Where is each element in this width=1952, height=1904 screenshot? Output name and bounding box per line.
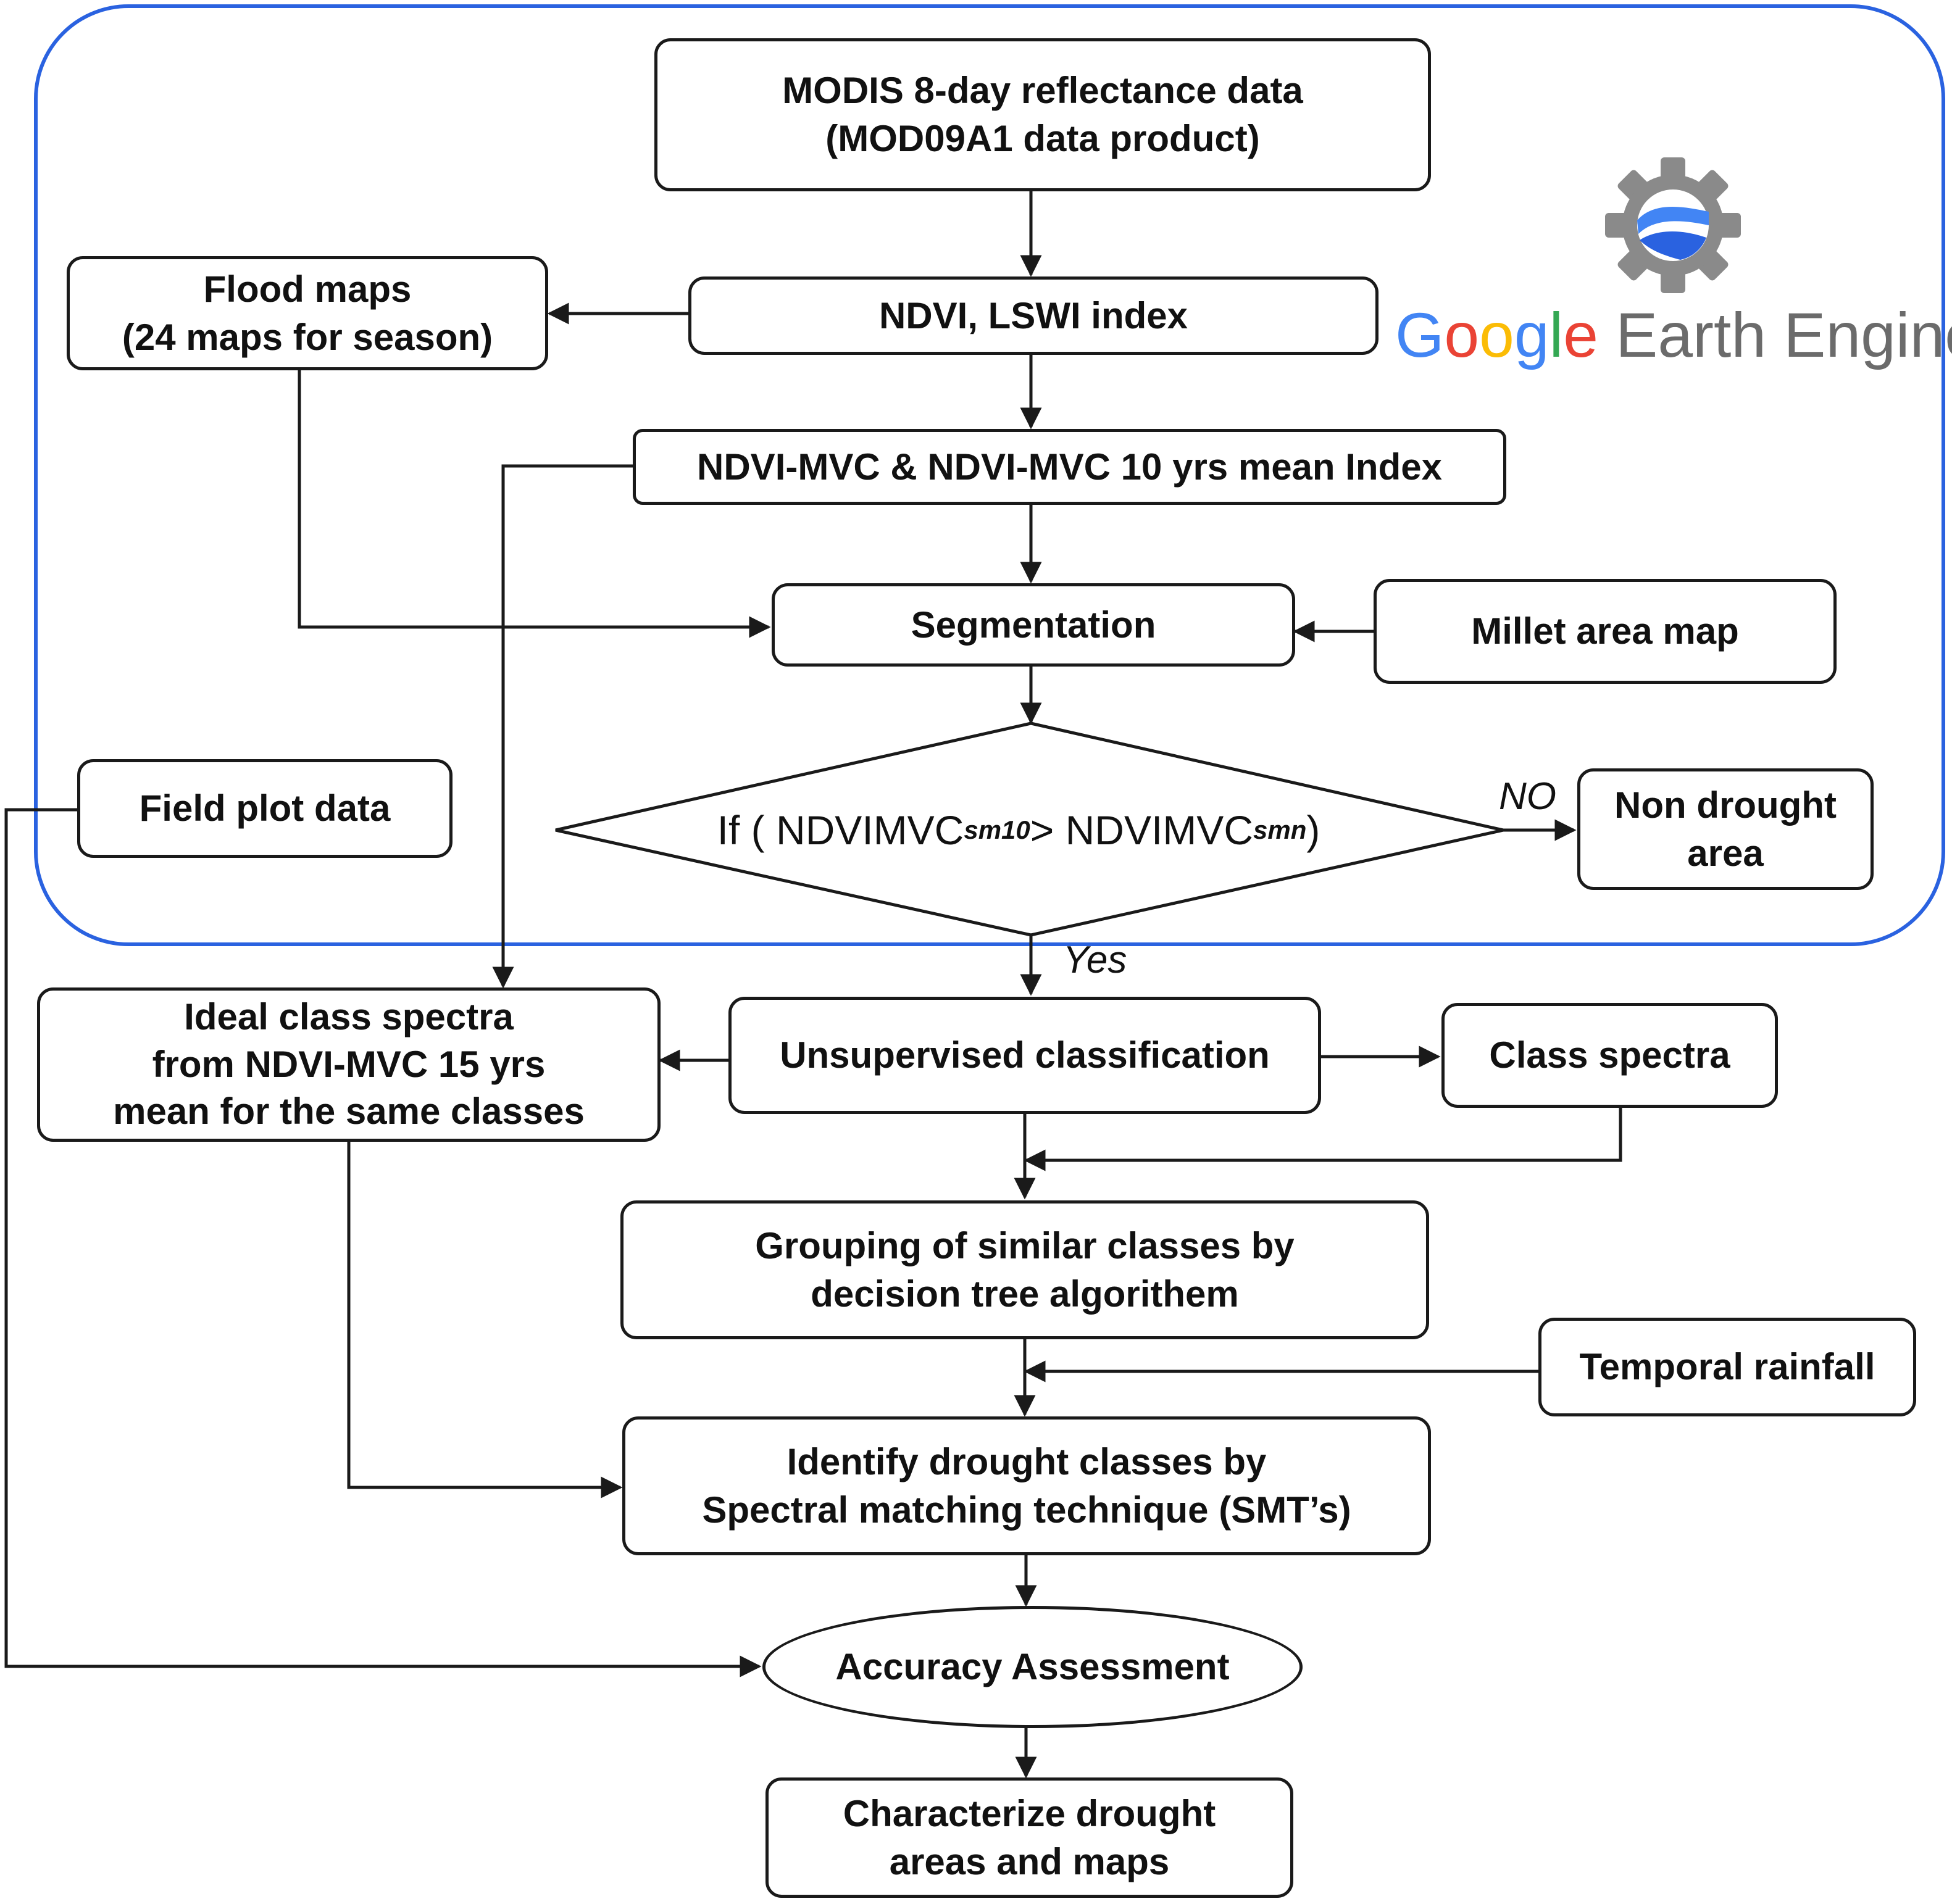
segmentation-label: Segmentation — [911, 604, 1156, 646]
flood-maps-node: Flood maps (24 maps for season) — [67, 256, 548, 370]
no-label: NO — [1499, 775, 1556, 818]
decision-sub-1: sm10 — [964, 815, 1030, 844]
flood-maps-line-2: (24 maps for season) — [122, 316, 493, 358]
logo-letter-5: l — [1549, 300, 1564, 370]
ndvi-lswi-node: NDVI, LSWI index — [688, 276, 1378, 355]
decision-sub-2: smn — [1253, 815, 1307, 844]
logo-letter-3: o — [1479, 300, 1514, 370]
edge-classspectra-to-grouping — [1024, 1108, 1622, 1171]
accuracy-assessment-node: Accuracy Assessment — [762, 1606, 1303, 1728]
class-spectra-label: Class spectra — [1489, 1034, 1730, 1076]
logo-letter-2: o — [1444, 300, 1480, 370]
characterize-line-1: Characterize drought — [843, 1792, 1216, 1834]
yes-label: Yes — [1063, 939, 1127, 981]
gee-wordmark: Google Earth Engine — [1395, 299, 1952, 372]
edge-mvc-to-ideal — [492, 464, 633, 989]
millet-area-node: Millet area map — [1374, 579, 1837, 684]
temporal-rainfall-label: Temporal rainfall — [1579, 1346, 1875, 1387]
decision-suffix: ) — [1306, 807, 1320, 853]
google-earth-engine-logo: Google Earth Engine — [1395, 154, 1952, 376]
edge-ideal-to-identify — [347, 1142, 623, 1499]
identify-drought-node: Identify drought classes by Spectral mat… — [622, 1416, 1431, 1555]
ideal-class-node: Ideal class spectra from NDVI-MVC 15 yrs… — [37, 987, 661, 1142]
field-plot-label: Field plot data — [139, 788, 391, 829]
decision-prefix: If ( NDVIMVC — [717, 807, 964, 853]
modis-data-node: MODIS 8-day reflectance data (MOD09A1 da… — [654, 38, 1431, 191]
grouping-line-2: decision tree algorithem — [811, 1273, 1239, 1315]
identify-line-2: Spectral matching technique (SMT’s) — [702, 1489, 1351, 1531]
segmentation-node: Segmentation — [772, 583, 1295, 667]
logo-letter-4: g — [1514, 300, 1550, 370]
unsupervised-node: Unsupervised classification — [728, 997, 1321, 1114]
class-spectra-node: Class spectra — [1441, 1003, 1778, 1108]
ndvi-lswi-label: NDVI, LSWI index — [878, 294, 1188, 336]
unsupervised-label: Unsupervised classification — [780, 1034, 1270, 1076]
non-drought-node: Non drought area — [1577, 768, 1874, 890]
non-drought-line-2: area — [1687, 832, 1764, 874]
edge-field-to-accuracy — [4, 808, 762, 1677]
grouping-node: Grouping of similar classes by decision … — [620, 1200, 1429, 1339]
ideal-class-line-2: from NDVI-MVC 15 yrs — [152, 1043, 546, 1085]
ndvi-mvc-label: NDVI-MVC & NDVI-MVC 10 yrs mean Index — [697, 446, 1442, 488]
identify-line-1: Identify drought classes by — [786, 1440, 1267, 1482]
characterize-node: Characterize drought areas and maps — [765, 1777, 1293, 1898]
logo-letter-6: e — [1563, 300, 1598, 370]
non-drought-line-1: Non drought — [1614, 784, 1837, 826]
temporal-rainfall-node: Temporal rainfall — [1538, 1318, 1916, 1416]
millet-area-label: Millet area map — [1471, 610, 1739, 652]
modis-line-2: (MOD09A1 data product) — [825, 118, 1260, 159]
accuracy-assessment-label: Accuracy Assessment — [835, 1646, 1230, 1687]
edge-flood-to-segmentation — [298, 370, 771, 638]
logo-letter-1: G — [1395, 300, 1445, 370]
decision-middle: > NDVIMVC — [1030, 807, 1253, 853]
grouping-line-1: Grouping of similar classes by — [755, 1224, 1295, 1266]
modis-line-1: MODIS 8-day reflectance data — [782, 70, 1303, 111]
logo-product-name: Earth Engine — [1598, 300, 1952, 370]
gee-region-boundary — [34, 4, 1945, 946]
ndvi-mvc-node: NDVI-MVC & NDVI-MVC 10 yrs mean Index — [633, 429, 1506, 505]
earth-engine-gear-icon — [1605, 157, 1741, 293]
field-plot-node: Field plot data — [77, 759, 453, 858]
characterize-line-2: areas and maps — [889, 1840, 1170, 1882]
ideal-class-line-3: mean for the same classes — [113, 1091, 585, 1133]
flood-maps-line-1: Flood maps — [203, 268, 412, 310]
ideal-class-line-1: Ideal class spectra — [184, 996, 514, 1037]
